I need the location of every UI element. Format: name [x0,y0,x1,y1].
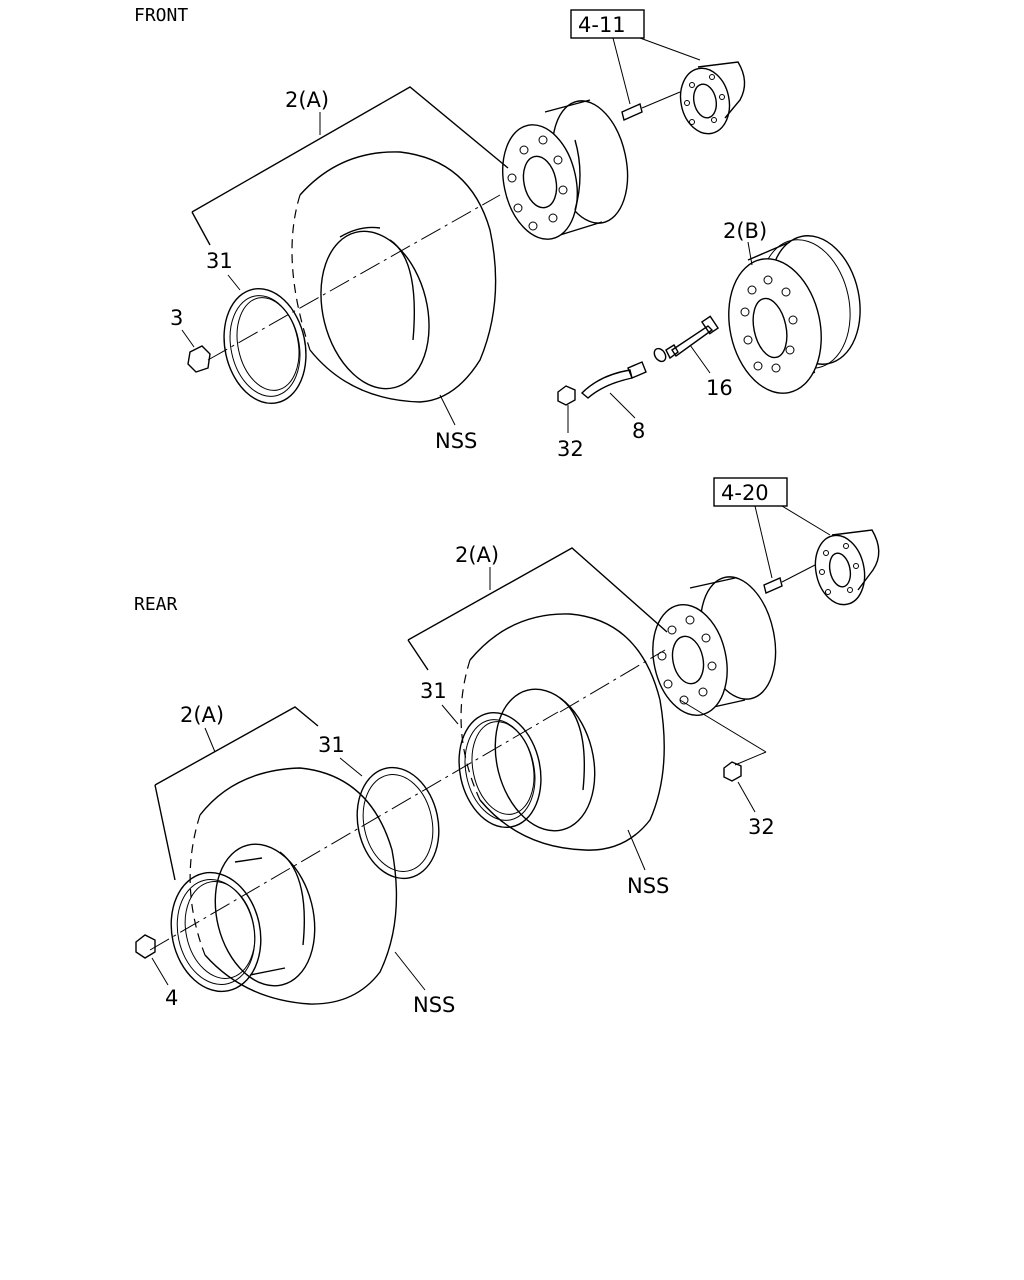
front-leader-16 [689,344,711,374]
rear-leader-31-outer [339,757,363,777]
rear-leader-nss-outer [394,951,426,991]
ref-box-4-20[interactable]: 4-20 [713,477,788,507]
rear-label-32: 32 [748,815,775,839]
rear-center-line [149,711,559,951]
rear-leader-2a-outer [204,727,216,753]
rear-label-nss-outer: NSS [413,993,455,1017]
ref-leaders-4-20 [754,505,831,579]
front-label-2a: 2(A) [285,88,329,112]
rear-ring-31-inner [458,711,542,829]
front-label-16: 16 [706,376,733,400]
front-hub-bolt [621,91,681,121]
rear-ring-31-outer [356,766,440,880]
rear-leader-nss-inner [627,829,646,871]
rear-leader-31-inner [441,704,459,725]
front-extension-16 [653,315,720,363]
front-inner-rim [502,99,629,240]
rear-leader-32 [737,781,756,813]
front-label-31: 31 [206,249,233,273]
front-valve-8 [580,361,647,399]
front-label-8: 8 [632,419,645,443]
rear-nut-32 [723,761,742,782]
rear-hub-bolt [763,564,816,594]
ref-label-4-11: 4-11 [578,13,626,37]
front-leader-nss [439,394,456,426]
front-leader-31 [227,274,241,291]
ref-label-4-20: 4-20 [721,481,769,505]
front-label-3: 3 [170,306,183,330]
front-leader-3 [181,329,195,348]
rear-center-line-2 [559,649,666,713]
rear-label-31-inner: 31 [420,679,447,703]
rear-leader-4 [151,957,169,986]
front-hub [679,61,746,135]
ref-leaders-4-11 [612,37,701,105]
rear-label-2a-outer: 2(A) [180,703,224,727]
rear-label-nss-inner: NSS [627,874,669,898]
rear-outer-rim-ring [170,871,262,993]
front-nut-32 [557,385,576,406]
ref-box-4-11[interactable]: 4-11 [570,9,645,39]
rear-assembly: 4-20 [135,477,880,1017]
front-center-line [207,194,501,361]
front-tire[interactable] [291,151,497,403]
front-assy-bracket [191,86,509,246]
rear-inner-tire[interactable] [460,613,665,851]
front-leader-2b [747,241,753,266]
rear-label-2a-inner: 2(A) [455,543,499,567]
rear-hub [814,529,880,606]
front-ring-31 [223,287,307,405]
rear-nut-4 [135,934,156,959]
front-label-32: 32 [557,437,584,461]
section-label-front: FRONT [134,5,188,26]
rear-nut-32-bracket [679,699,767,766]
rear-outer-assy-bracket [154,706,319,881]
rear-label-4: 4 [165,986,178,1010]
front-label-2b: 2(B) [723,219,767,243]
front-nut-3 [187,345,211,373]
rear-label-31-outer: 31 [318,733,345,757]
front-leader-8 [609,392,636,419]
front-rim-2b[interactable] [717,227,872,402]
front-assembly: 4-11 [170,9,872,461]
front-label-nss: NSS [435,429,477,453]
section-label-rear: REAR [134,594,178,615]
rear-inner-assy-bracket [407,547,668,671]
rear-outer-tire[interactable] [189,767,398,1005]
rear-inner-rim [652,576,777,716]
